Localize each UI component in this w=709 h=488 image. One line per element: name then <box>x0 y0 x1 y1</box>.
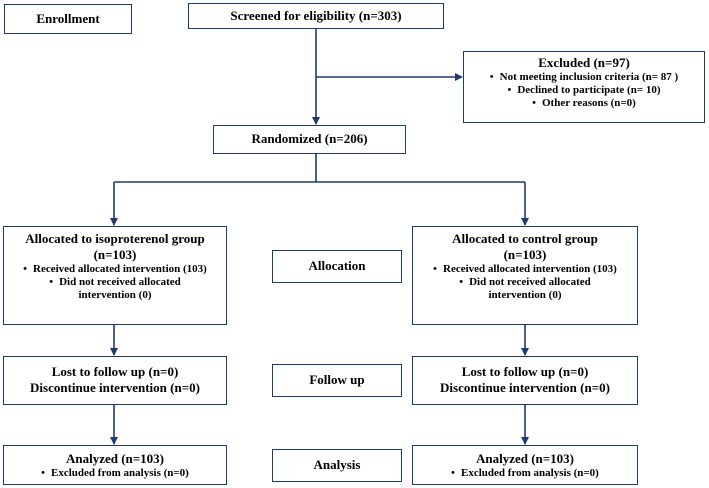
left-allocation-count: (n=103) <box>93 247 137 262</box>
enrollment-label-box: Enrollment <box>4 4 132 34</box>
left-analysis-title: Analyzed (n=103) <box>65 451 165 466</box>
left-allocation-list: •Received allocated intervention (103) •… <box>4 263 226 302</box>
right-analysis-title: Analyzed (n=103) <box>475 451 575 466</box>
bullet-icon: • <box>507 84 512 96</box>
excluded-reason-3: •Other reasons (n=0) <box>532 97 636 109</box>
bullet-icon: • <box>489 71 494 83</box>
screened-box: Screened for eligibility (n=303) <box>188 3 444 29</box>
left-allocation-item-received: •Received allocated intervention (103) <box>23 263 207 275</box>
left-analysis-box: Analyzed (n=103) •Excluded from analysis… <box>3 445 227 485</box>
followup-stage-label-box: Follow up <box>272 364 402 397</box>
right-allocation-box: Allocated to control group (n=103) •Rece… <box>412 226 638 325</box>
left-followup-box: Lost to follow up (n=0) Discontinue inte… <box>3 356 227 405</box>
right-analysis-box: Analyzed (n=103) •Excluded from analysis… <box>412 445 638 485</box>
left-followup-lost: Lost to follow up (n=0) <box>51 364 179 379</box>
right-analysis-list: •Excluded from analysis (n=0) <box>413 467 637 480</box>
excluded-reason-2: •Declined to participate (n= 10) <box>507 84 661 96</box>
right-followup-box: Lost to follow up (n=0) Discontinue inte… <box>412 356 638 405</box>
randomized-text: Randomized (n=206) <box>251 131 368 146</box>
left-analysis-list: •Excluded from analysis (n=0) <box>4 467 226 480</box>
bullet-icon: • <box>433 263 438 275</box>
right-allocation-item-received: •Received allocated intervention (103) <box>433 263 617 275</box>
right-followup-discontinued: Discontinue intervention (n=0) <box>440 380 610 395</box>
excluded-box: Excluded (n=97) •Not meeting inclusion c… <box>463 51 705 123</box>
screened-text: Screened for eligibility (n=303) <box>230 8 402 23</box>
right-allocation-item-not-received-cont: intervention (0) <box>488 289 562 301</box>
bullet-icon: • <box>451 467 456 479</box>
right-allocation-list: •Received allocated intervention (103) •… <box>413 263 637 302</box>
right-analysis-excluded: •Excluded from analysis (n=0) <box>451 467 599 479</box>
bullet-icon: • <box>41 467 46 479</box>
left-allocation-title: Allocated to isoproterenol group <box>25 231 205 246</box>
analysis-stage-label-box: Analysis <box>272 449 402 482</box>
right-allocation-item-not-received: •Did not received allocated <box>459 276 591 288</box>
left-allocation-box: Allocated to isoproterenol group (n=103)… <box>3 226 227 325</box>
analysis-stage-label: Analysis <box>313 457 361 472</box>
excluded-reason-1: •Not meeting inclusion criteria (n= 87 ) <box>489 71 679 83</box>
randomized-box: Randomized (n=206) <box>213 125 406 154</box>
left-followup-discontinued: Discontinue intervention (n=0) <box>30 380 200 395</box>
bullet-icon: • <box>23 263 28 275</box>
left-analysis-excluded: •Excluded from analysis (n=0) <box>41 467 189 479</box>
allocation-stage-label: Allocation <box>308 258 366 273</box>
enrollment-label: Enrollment <box>36 11 100 26</box>
left-allocation-item-not-received: •Did not received allocated <box>49 276 181 288</box>
bullet-icon: • <box>459 276 464 288</box>
left-allocation-item-not-received-cont: intervention (0) <box>78 289 152 301</box>
right-allocation-title: Allocated to control group <box>452 231 598 246</box>
bullet-icon: • <box>532 97 536 109</box>
allocation-stage-label-box: Allocation <box>272 250 402 283</box>
excluded-reasons-list: •Not meeting inclusion criteria (n= 87 )… <box>464 71 704 110</box>
bullet-icon: • <box>49 276 54 288</box>
excluded-title: Excluded (n=97) <box>538 55 630 70</box>
right-followup-lost: Lost to follow up (n=0) <box>461 364 589 379</box>
right-allocation-count: (n=103) <box>503 247 547 262</box>
followup-stage-label: Follow up <box>309 372 365 387</box>
